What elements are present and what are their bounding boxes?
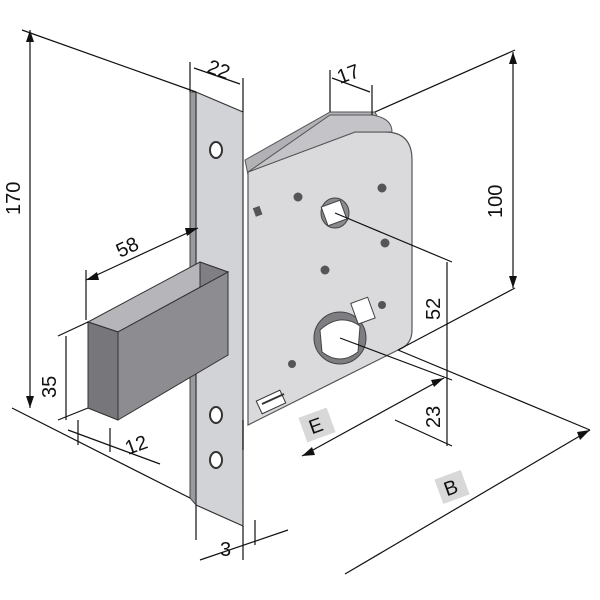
latch-slot xyxy=(255,389,287,415)
body-screw-hole xyxy=(380,238,390,248)
body-slot xyxy=(252,205,263,217)
faceplate-screw-hole xyxy=(209,406,223,424)
faceplate-screw-hole xyxy=(209,141,223,159)
body-screw-hole xyxy=(377,183,387,193)
label-box-e xyxy=(298,407,336,443)
lock-body-top-rim xyxy=(247,114,393,173)
dim-52: 52 xyxy=(423,298,445,320)
body-screw-hole xyxy=(320,265,330,275)
body-screw-hole xyxy=(288,360,296,368)
dim-58: 58 xyxy=(113,233,142,262)
dim-12: 12 xyxy=(122,431,150,459)
dim-35: 35 xyxy=(39,376,61,398)
faceplate-screw-hole xyxy=(209,451,223,469)
lock-body-face xyxy=(247,131,413,426)
dim-170: 170 xyxy=(3,182,25,215)
bolt-front-face xyxy=(87,321,119,421)
bolt xyxy=(86,261,230,421)
body-screw-hole xyxy=(293,192,303,202)
dim-3: 3 xyxy=(220,539,231,561)
body-screw-hole xyxy=(378,301,386,309)
dim-17: 17 xyxy=(334,60,362,88)
dim-100: 100 xyxy=(485,185,507,218)
dim-23: 23 xyxy=(423,406,445,428)
dimension-lines xyxy=(11,29,591,575)
lock-body xyxy=(244,111,413,426)
label-box-b xyxy=(434,469,470,505)
